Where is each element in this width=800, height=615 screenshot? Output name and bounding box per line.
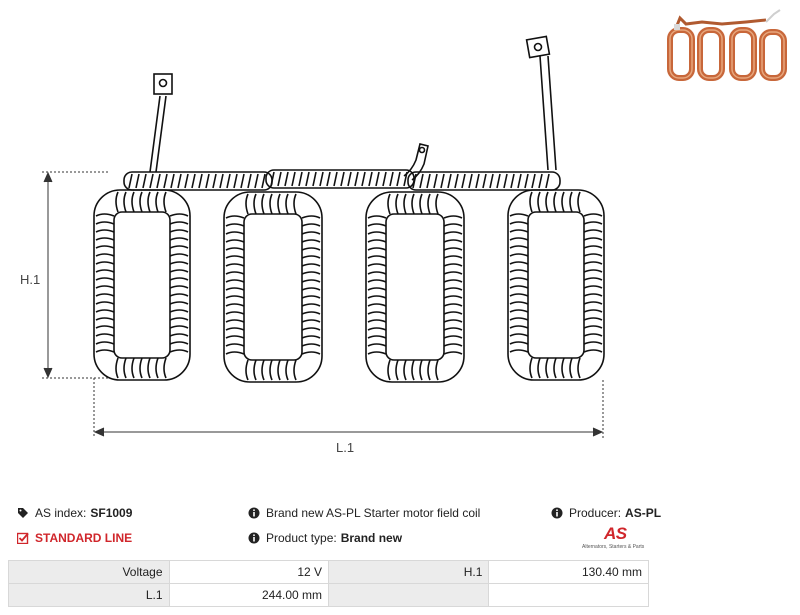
coil-2 xyxy=(223,191,323,383)
coil-1 xyxy=(93,189,191,381)
coil-windings xyxy=(93,189,605,383)
coil-3 xyxy=(365,191,465,383)
product-info: AS index: SF1009 STANDARD LINE Brand new… xyxy=(0,506,800,556)
logo-subtitle: Alternators, Starters & Parts xyxy=(582,544,645,550)
spec-label: H.1 xyxy=(328,560,490,584)
info-icon xyxy=(248,507,260,519)
product-type-value: Brand new xyxy=(340,531,403,545)
description: Brand new AS-PL Starter motor field coil xyxy=(248,506,480,520)
field-coil-drawing: H.1 L.1 xyxy=(20,35,605,455)
info-icon xyxy=(248,532,260,544)
logo-text: AS xyxy=(604,524,627,543)
length-dimension xyxy=(93,378,604,438)
producer-label: Producer: xyxy=(569,506,622,520)
spec-value: 12 V xyxy=(168,560,330,584)
spec-label: Voltage xyxy=(8,560,170,584)
height-dimension xyxy=(42,171,110,379)
standard-line-label: STANDARD LINE xyxy=(35,531,133,545)
tag-icon xyxy=(18,508,28,518)
as-index: AS index: SF1009 xyxy=(17,506,132,520)
coil-4 xyxy=(507,189,605,381)
as-index-value: SF1009 xyxy=(90,506,133,520)
height-label: H.1 xyxy=(20,272,40,287)
spec-value: 244.00 mm xyxy=(168,583,330,607)
spec-table: Voltage 12 V H.1 130.40 mm L.1 244.00 mm xyxy=(8,560,649,607)
standard-line: STANDARD LINE xyxy=(17,531,132,545)
info-icon xyxy=(551,507,563,519)
producer-value: AS-PL xyxy=(625,506,662,520)
length-label: L.1 xyxy=(336,440,354,455)
product-photo xyxy=(667,9,787,81)
coil-leads xyxy=(123,35,561,191)
table-row: Voltage 12 V H.1 130.40 mm xyxy=(8,560,649,584)
as-pl-logo: AS Alternators, Starters & Parts xyxy=(582,524,652,552)
checkbox-icon xyxy=(17,532,29,544)
spec-value: 130.40 mm xyxy=(488,560,649,584)
as-index-label: AS index: xyxy=(35,506,87,520)
table-row: L.1 244.00 mm xyxy=(8,583,649,607)
product-type: Product type: Brand new xyxy=(248,531,402,545)
product-type-label: Product type: xyxy=(266,531,337,545)
spec-value xyxy=(488,583,649,607)
spec-label xyxy=(328,583,490,607)
spec-label: L.1 xyxy=(8,583,170,607)
producer: Producer: AS-PL xyxy=(551,506,661,520)
description-text: Brand new AS-PL Starter motor field coil xyxy=(266,506,481,520)
